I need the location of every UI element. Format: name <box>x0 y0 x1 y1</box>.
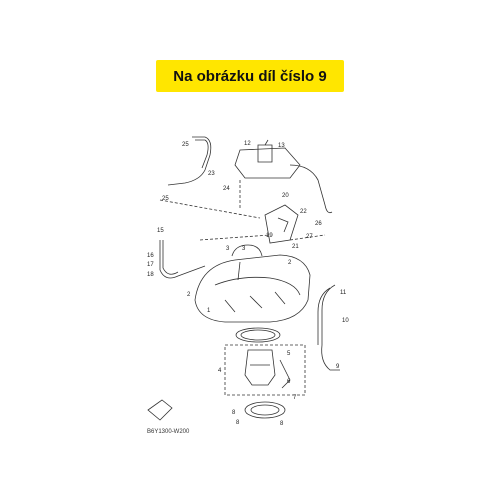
breather-hose <box>167 136 212 186</box>
callout-16: 16 <box>147 253 154 259</box>
callout-3b: 3 <box>242 246 246 252</box>
callout-11: 11 <box>340 290 347 296</box>
callout-7: 7 <box>293 395 297 401</box>
callout-19: 19 <box>266 233 273 239</box>
callout-8b: 8 <box>236 420 240 426</box>
callout-2a: 2 <box>288 260 292 266</box>
callout-8a: 8 <box>232 410 236 416</box>
callout-labels: 25 23 24 25 12 13 20 22 26 19 27 21 15 1… <box>147 141 349 427</box>
callout-18: 18 <box>147 272 154 278</box>
callout-20: 20 <box>282 193 289 199</box>
callout-5: 5 <box>287 351 291 357</box>
banner-text: Na obrázku díl číslo 9 <box>173 67 327 85</box>
callout-10: 10 <box>342 318 349 324</box>
callout-27: 27 <box>306 234 313 240</box>
pump-ring <box>244 401 286 419</box>
top-cover <box>234 147 301 179</box>
diagram-code: B6Y1300-W200 <box>147 429 190 435</box>
callout-26: 26 <box>315 221 322 227</box>
callout-22: 22 <box>300 209 307 215</box>
callout-25b: 25 <box>162 196 169 202</box>
part-number-banner: Na obrázku díl číslo 9 <box>156 60 344 92</box>
callout-6: 6 <box>287 379 291 385</box>
fuel-pump <box>244 349 276 386</box>
callout-25: 25 <box>182 142 189 148</box>
gasket-ring <box>235 327 281 343</box>
callout-3a: 3 <box>226 246 230 252</box>
callout-13: 13 <box>278 143 285 149</box>
callout-2b: 2 <box>187 292 191 298</box>
callout-4: 4 <box>218 368 222 374</box>
fuel-hose <box>321 284 340 371</box>
callout-9: 9 <box>336 364 340 370</box>
fuel-tank <box>194 254 311 323</box>
callout-23: 23 <box>208 171 215 177</box>
callout-12: 12 <box>244 141 251 147</box>
callout-24: 24 <box>223 186 230 192</box>
bracket <box>264 204 299 244</box>
bolt-part <box>147 399 173 421</box>
callout-8c: 8 <box>280 421 284 427</box>
drain-hose <box>159 240 206 279</box>
callout-21: 21 <box>292 244 299 250</box>
callout-15: 15 <box>157 228 164 234</box>
vent-hose <box>289 164 333 214</box>
callout-17: 17 <box>147 262 154 268</box>
callout-1: 1 <box>207 308 211 314</box>
